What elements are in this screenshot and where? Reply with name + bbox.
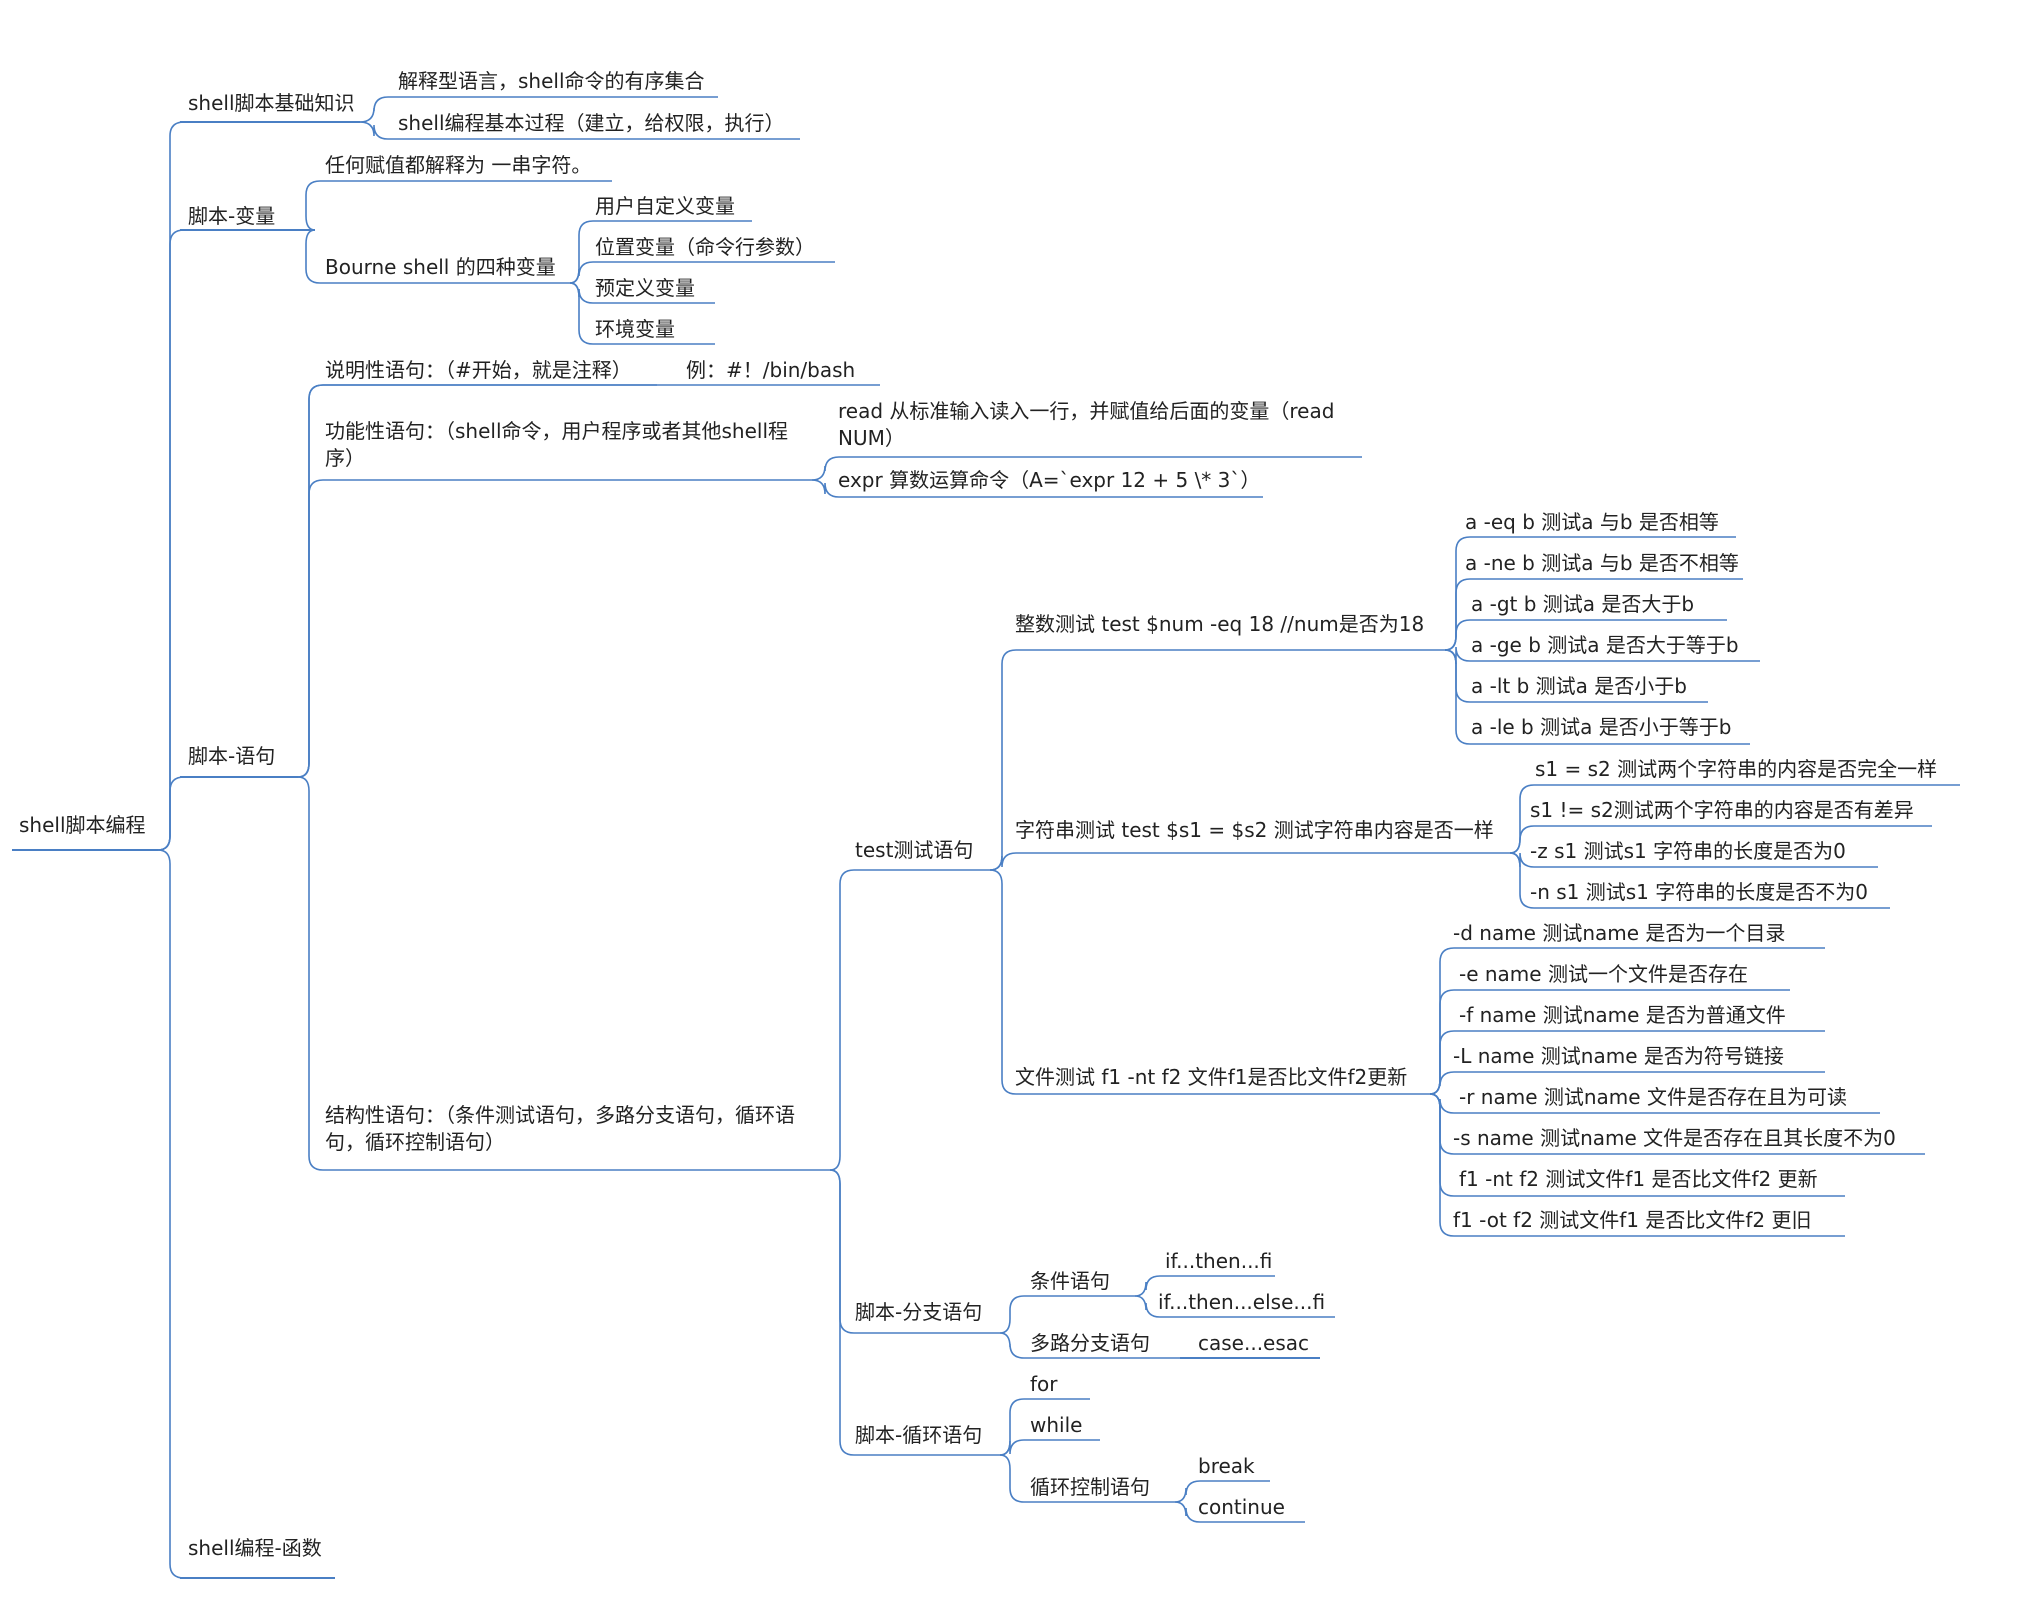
branch-connector bbox=[999, 1295, 1135, 1334]
branch-connector bbox=[999, 1454, 1175, 1503]
multi-item[interactable]: case...esac bbox=[1198, 1331, 1310, 1355]
loop-ctrl-item[interactable]: break bbox=[1198, 1454, 1255, 1478]
variable-kind[interactable]: 位置变量（命令行参数） bbox=[595, 235, 815, 259]
statement-struct[interactable]: 结构性语句：（条件测试语句，多路分支语句，循环语句，循环控制语句） bbox=[325, 1103, 795, 1154]
branch-connector bbox=[811, 479, 1263, 498]
file-test-label[interactable]: 文件测试 f1 -nt f2 文件f1是否比文件f2更新 bbox=[1015, 1065, 1408, 1089]
loop-node[interactable]: 脚本-循环语句 bbox=[855, 1423, 983, 1447]
int-test-item[interactable]: a -le b 测试a 是否小于等于b bbox=[1471, 715, 1732, 739]
int-test-item[interactable]: a -ge b 测试a 是否大于等于b bbox=[1471, 633, 1739, 657]
loop-ctrl-item[interactable]: continue bbox=[1198, 1495, 1285, 1519]
branch-connector bbox=[989, 852, 1510, 871]
multi-label[interactable]: 多路分支语句 bbox=[1030, 1331, 1150, 1355]
branch-connector bbox=[999, 1332, 1180, 1359]
branch-connector bbox=[1134, 1275, 1275, 1297]
int-test-item[interactable]: a -gt b 测试a 是否大于b bbox=[1471, 592, 1695, 616]
cond-label[interactable]: 条件语句 bbox=[1030, 1269, 1110, 1293]
branch-connector bbox=[989, 869, 1430, 1095]
loop-item[interactable]: for bbox=[1030, 1372, 1058, 1396]
variable-kind[interactable]: 环境变量 bbox=[595, 317, 675, 341]
root-node[interactable]: shell脚本编程 bbox=[19, 813, 146, 837]
variable-kind[interactable]: 预定义变量 bbox=[595, 276, 695, 300]
branch-connector bbox=[297, 776, 830, 1171]
branch-connector bbox=[811, 456, 1362, 481]
file-test-item[interactable]: -d name 测试name 是否为一个目录 bbox=[1453, 921, 1786, 945]
variables-assign[interactable]: 任何赋值都解释为 一串字符。 bbox=[325, 153, 592, 177]
statement-desc[interactable]: 说明性语句：（#开始，就是注释） bbox=[325, 358, 632, 382]
str-test-label[interactable]: 字符串测试 test $s1 = $s2 测试字符串内容是否一样 bbox=[1015, 818, 1494, 842]
str-test-item[interactable]: s1 != s2测试两个字符串的内容是否有差异 bbox=[1530, 798, 1914, 822]
branch-connector bbox=[297, 479, 812, 778]
basics-node[interactable]: shell脚本基础知识 bbox=[188, 91, 355, 115]
branch-connector bbox=[157, 776, 298, 851]
file-test-item[interactable]: -r name 测试name 文件是否存在且为可读 bbox=[1459, 1085, 1847, 1109]
branch-connector bbox=[1444, 619, 1727, 651]
branch-connector bbox=[999, 1439, 1100, 1456]
branch-connector bbox=[569, 282, 715, 345]
file-test-item[interactable]: -e name 测试一个文件是否存在 bbox=[1459, 962, 1748, 986]
file-test-item[interactable]: f1 -ot f2 测试文件f1 是否比文件f2 更旧 bbox=[1453, 1208, 1812, 1232]
branch-connector bbox=[1174, 1501, 1305, 1523]
str-test-item[interactable]: -n s1 测试s1 字符串的长度是否不为0 bbox=[1530, 880, 1868, 904]
branch-connector bbox=[1134, 1295, 1335, 1318]
branch-connector bbox=[829, 1169, 1000, 1456]
file-test-item[interactable]: f1 -nt f2 测试文件f1 是否比文件f2 更新 bbox=[1459, 1167, 1818, 1191]
int-test-item[interactable]: a -lt b 测试a 是否小于b bbox=[1471, 674, 1687, 698]
loop-item[interactable]: while bbox=[1030, 1413, 1083, 1437]
branch-connector bbox=[1429, 1093, 1845, 1237]
branch-connector bbox=[359, 96, 718, 123]
int-test-item[interactable]: a -ne b 测试a 与b 是否不相等 bbox=[1465, 551, 1739, 575]
branch-node[interactable]: 脚本-分支语句 bbox=[855, 1300, 983, 1324]
functions-node[interactable]: shell编程-函数 bbox=[188, 1536, 322, 1560]
branch-connector bbox=[157, 849, 335, 1579]
int-test-label[interactable]: 整数测试 test $num -eq 18 //num是否为18 bbox=[1015, 612, 1425, 636]
func-expr[interactable]: expr 算数运算命令（A=`expr 12 + 5 \* 3`） bbox=[838, 468, 1261, 492]
func-read[interactable]: read 从标准输入读入一行，并赋值给后面的变量（read NUM） bbox=[838, 399, 1335, 450]
branch-connector bbox=[1444, 649, 1750, 745]
variables-bourne[interactable]: Bourne shell 的四种变量 bbox=[325, 255, 556, 279]
file-test-item[interactable]: -f name 测试name 是否为普通文件 bbox=[1459, 1003, 1786, 1027]
branch-connector bbox=[829, 869, 990, 1171]
branch-connector bbox=[305, 180, 612, 231]
branch-connector bbox=[569, 261, 835, 284]
statements-node[interactable]: 脚本-语句 bbox=[188, 744, 276, 768]
statement-desc-example[interactable]: 例：#！/bin/bash bbox=[686, 358, 856, 382]
str-test-item[interactable]: -z s1 测试s1 字符串的长度是否为0 bbox=[1530, 839, 1846, 863]
test-node[interactable]: test测试语句 bbox=[855, 838, 974, 862]
file-test-item[interactable]: -L name 测试name 是否为符号链接 bbox=[1453, 1044, 1784, 1068]
loop-ctrl-label[interactable]: 循环控制语句 bbox=[1030, 1475, 1150, 1499]
branch-connector bbox=[359, 121, 800, 140]
variable-kind[interactable]: 用户自定义变量 bbox=[595, 194, 735, 218]
variables-node[interactable]: 脚本-变量 bbox=[188, 204, 276, 228]
basics-item[interactable]: shell编程基本过程（建立，给权限，执行） bbox=[398, 111, 785, 135]
int-test-item[interactable]: a -eq b 测试a 与b 是否相等 bbox=[1465, 510, 1719, 534]
cond-item[interactable]: if...then...else...fi bbox=[1158, 1290, 1326, 1314]
branch-connector bbox=[157, 121, 360, 851]
branch-connector bbox=[1509, 825, 1932, 854]
cond-item[interactable]: if...then...fi bbox=[1165, 1249, 1273, 1273]
file-test-item[interactable]: -s name 测试name 文件是否存在且其长度不为0 bbox=[1453, 1126, 1896, 1150]
branch-connector bbox=[1174, 1480, 1270, 1503]
branch-connector bbox=[1509, 852, 1890, 909]
statement-func[interactable]: 功能性语句：（shell命令，用户程序或者其他shell程序） bbox=[325, 419, 789, 470]
str-test-item[interactable]: s1 = s2 测试两个字符串的内容是否完全一样 bbox=[1535, 757, 1938, 781]
branch-connector bbox=[1429, 1071, 1825, 1095]
branch-connector bbox=[305, 229, 570, 284]
basics-item[interactable]: 解释型语言，shell命令的有序集合 bbox=[398, 69, 705, 93]
